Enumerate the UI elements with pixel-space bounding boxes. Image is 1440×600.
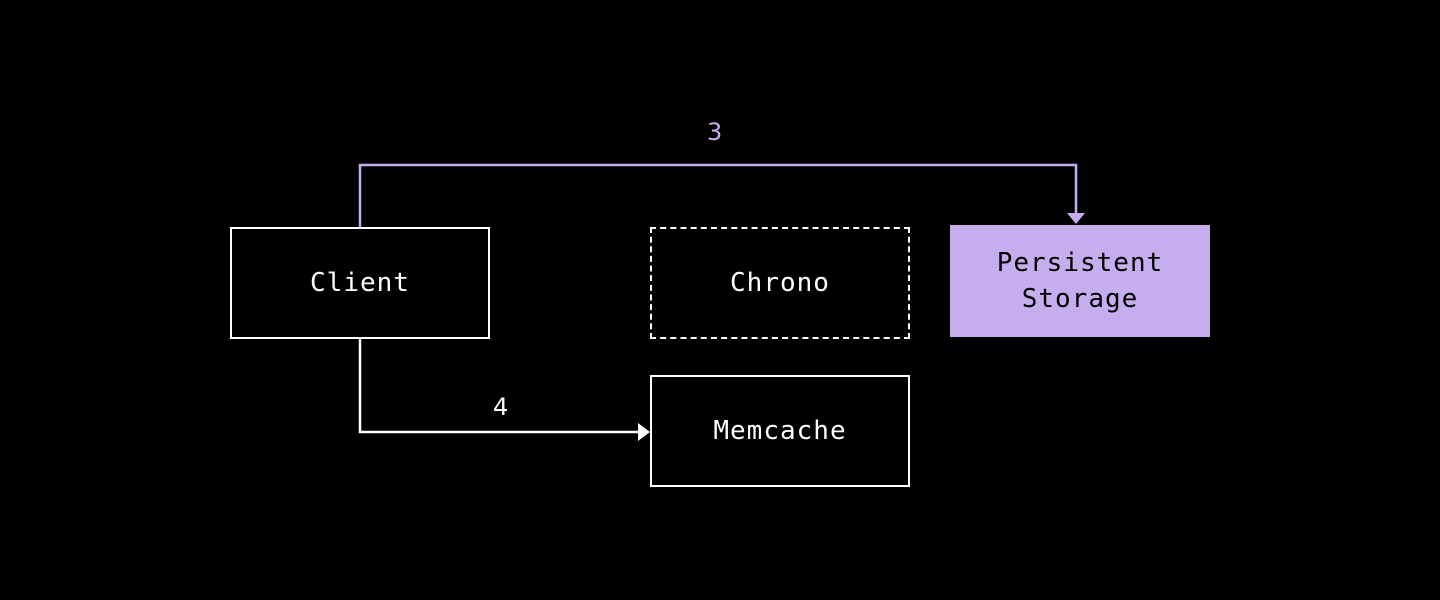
edge-label-4: 4 — [493, 393, 509, 421]
persistent-storage-node: Persistent Storage — [950, 225, 1210, 337]
edge-line-3 — [358, 163, 1078, 227]
persistent-storage-label: Persistent Storage — [996, 248, 1164, 314]
memcache-label: Memcache — [713, 416, 847, 446]
chrono-label: Chrono — [730, 268, 830, 298]
client-label: Client — [310, 268, 410, 298]
edge-client-to-storage — [358, 163, 1085, 227]
memcache-node: Memcache — [650, 375, 910, 487]
arrowhead-4 — [638, 423, 650, 441]
client-node: Client — [230, 227, 490, 339]
arrowhead-3 — [1067, 213, 1085, 224]
chrono-node: Chrono — [650, 227, 910, 339]
edge-line-4 — [358, 339, 638, 434]
edge-client-to-memcache — [358, 339, 650, 441]
edge-label-3: 3 — [707, 118, 723, 146]
